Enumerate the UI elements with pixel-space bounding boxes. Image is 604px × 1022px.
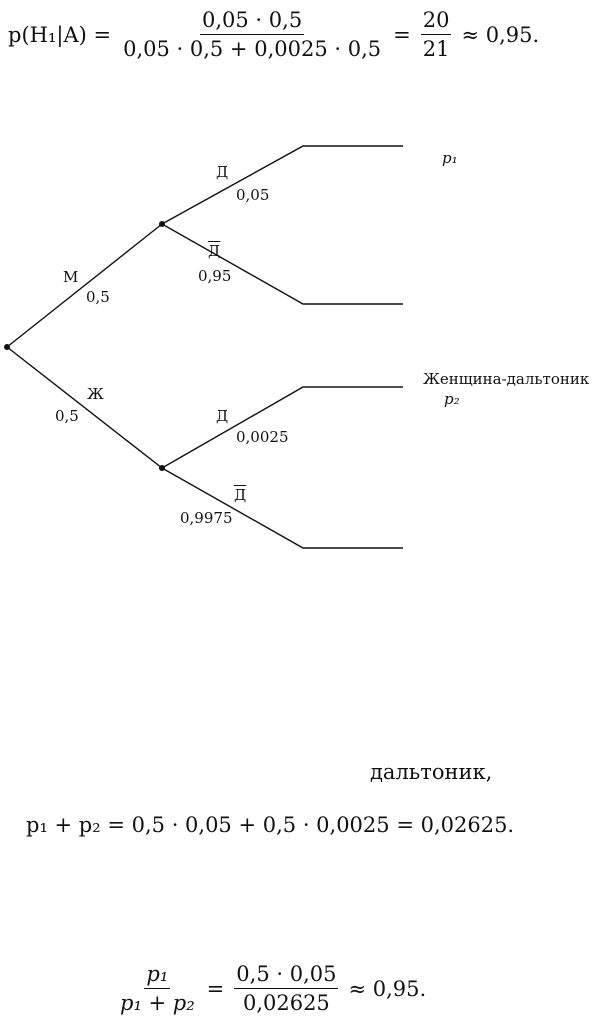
fraction: p₁ p₁ + p₂: [118, 962, 197, 1015]
branch-m-notd: [161, 223, 403, 305]
numerator: 0,5 · 0,05: [234, 962, 339, 989]
denominator: 0,05 · 0,5 + 0,0025 · 0,5: [123, 37, 382, 61]
label-m-notd: Д: [208, 242, 221, 260]
prob-zh-d: 0,0025: [236, 428, 289, 446]
sum-formula: p₁ + p₂ = 0,5 · 0,05 + 0,5 · 0,0025 = 0,…: [26, 813, 515, 837]
numerator: p₁: [144, 962, 171, 989]
branch-zh-d: [161, 386, 403, 469]
numerator: 0,05 · 0,5: [200, 8, 305, 35]
label-m: М: [63, 268, 79, 286]
leaf-p2: p₂: [444, 390, 460, 408]
branch-m-d: [161, 145, 403, 225]
denominator: 0,02625: [242, 991, 330, 1015]
prob-zh: 0,5: [55, 407, 79, 425]
label-zh-notd: Д: [234, 486, 247, 504]
result: ≈ 0,95.: [348, 976, 427, 1001]
prob-m: 0,5: [86, 288, 110, 306]
denominator: 21: [422, 37, 450, 61]
text-fragment: дальтоник,: [370, 760, 493, 784]
label-m-d: Д: [216, 163, 229, 181]
prob-zh-notd: 0,9975: [180, 509, 233, 527]
node-m: [159, 221, 165, 227]
bayes-formula: p(H₁|A) = 0,05 · 0,5 0,05 · 0,5 + 0,0025…: [8, 8, 539, 61]
leaf-woman-colorblind: Женщина-дальтоник: [423, 370, 590, 388]
ratio-formula: p₁ p₁ + p₂ = 0,5 · 0,05 0,02625 ≈ 0,95.: [114, 962, 426, 1015]
branch-m: [6, 223, 163, 348]
branch-zh: [6, 346, 163, 469]
node-zh: [159, 465, 165, 471]
prob-m-d: 0,05: [236, 186, 270, 204]
numerator: 20: [420, 8, 452, 35]
result: ≈ 0,95.: [461, 22, 540, 47]
fraction-values: 0,5 · 0,05 0,02625: [234, 962, 339, 1015]
label-zh-d: Д: [216, 407, 229, 425]
branch-zh-notd: [161, 467, 403, 549]
denominator: p₁ + p₂: [120, 991, 195, 1015]
fraction: 0,05 · 0,5 0,05 · 0,5 + 0,0025 · 0,5: [121, 8, 383, 61]
formula-lhs: p(H₁|A) =: [8, 22, 112, 47]
prob-m-notd: 0,95: [198, 267, 232, 285]
fraction-simplified: 20 21: [420, 8, 452, 61]
label-zh: Ж: [87, 385, 104, 403]
equals: =: [393, 22, 411, 47]
root-node: [4, 344, 10, 350]
equals: =: [206, 976, 225, 1001]
leaf-p1: p₁: [442, 149, 458, 167]
